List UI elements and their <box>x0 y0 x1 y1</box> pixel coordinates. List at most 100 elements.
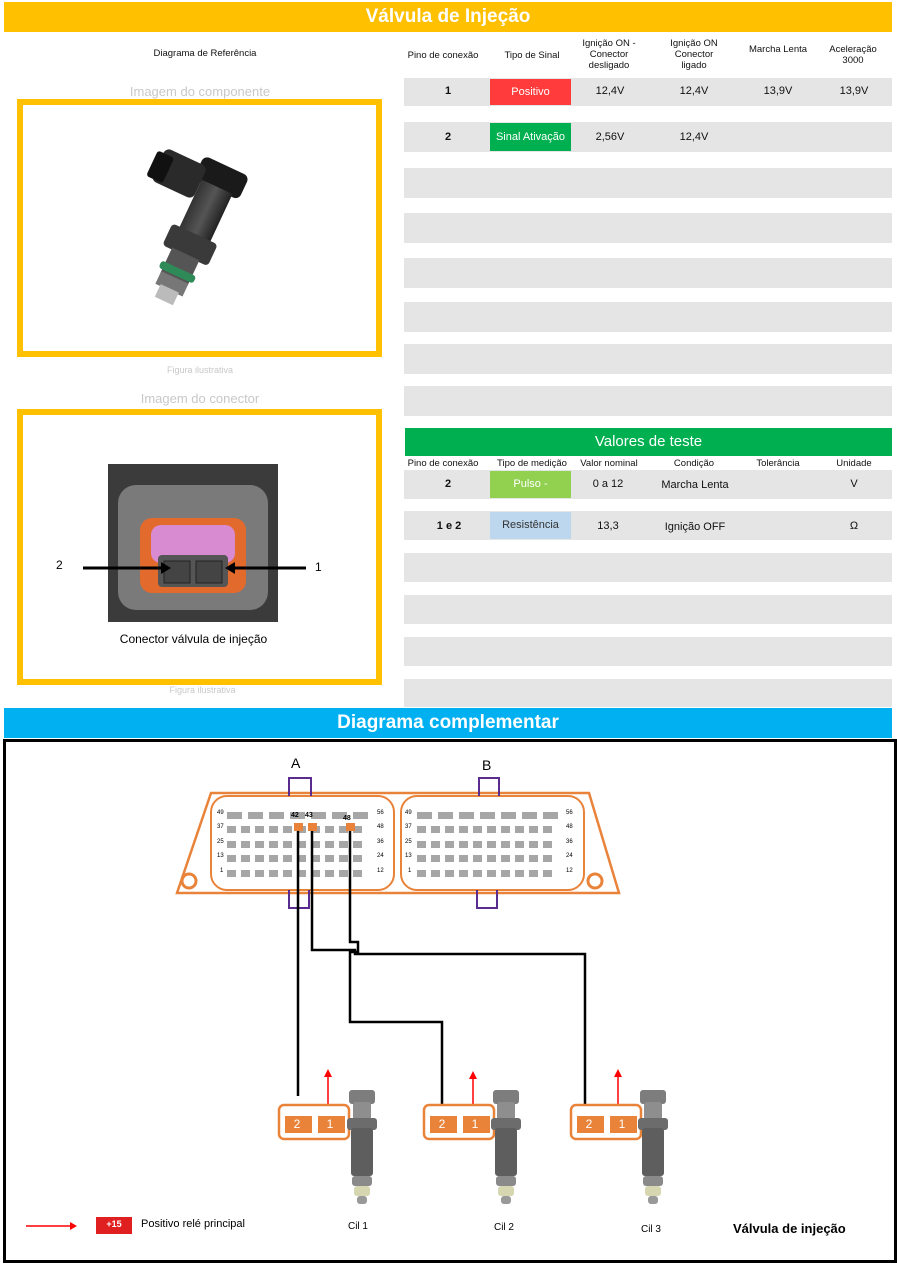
ecu-pin <box>248 812 263 819</box>
test-row <box>404 511 892 540</box>
col-ign-off-header: Ignição ON - Conector desligado <box>582 38 636 71</box>
connector-photo <box>83 464 306 622</box>
table-row <box>404 168 892 198</box>
ecu-pin <box>325 855 334 862</box>
measure-type-badge: Resistência <box>490 512 571 539</box>
ecu-pin <box>227 826 236 833</box>
ecu-pin <box>501 812 516 819</box>
value-cell: 13,9V <box>763 85 793 97</box>
cylinder-label: Cil 1 <box>347 1221 368 1232</box>
ecu-pin <box>332 812 347 819</box>
col-accel-header: Aceleração 3000 <box>829 44 877 66</box>
ecu-b-pin-label: 37 <box>405 824 412 830</box>
page-title: Válvula de Injeção <box>4 2 892 32</box>
ecu-pin <box>311 841 320 848</box>
ecu-pin <box>487 870 496 877</box>
injector-icons <box>347 1090 668 1204</box>
ecu-pin <box>353 855 362 862</box>
ecu-pin <box>417 870 426 877</box>
ecu-pin <box>269 826 278 833</box>
ecu-pin <box>269 870 278 877</box>
figure-note: Figura ilustrativa <box>166 365 234 375</box>
ecu-a-pin-label: 12 <box>377 868 384 874</box>
clip-b-top <box>478 777 500 796</box>
ecu-pin <box>241 826 250 833</box>
pins-b <box>417 812 558 877</box>
ecu-pin <box>522 812 537 819</box>
ecu-pin <box>487 826 496 833</box>
ecu-body <box>175 791 621 895</box>
pin-48 <box>346 823 355 831</box>
cyl1-pin1: 1 <box>326 1117 334 1131</box>
ecu-pin <box>255 870 264 877</box>
ecu-pin <box>417 812 432 819</box>
ecu-pin <box>255 841 264 848</box>
ecu-b-pin-label: 12 <box>566 868 573 874</box>
test-col-header: Tolerância <box>756 458 800 469</box>
injector-icon <box>347 1090 377 1204</box>
ecu-pin <box>417 841 426 848</box>
unit: Ω <box>849 520 859 532</box>
ecu-pin <box>269 841 278 848</box>
cyl2-pin2: 2 <box>438 1117 446 1131</box>
ecu-a-pin-label: 36 <box>377 839 384 845</box>
test-pin: 1 e 2 <box>436 520 462 532</box>
ecu-b-pin-label: 1 <box>408 868 412 874</box>
ecu-pin <box>241 870 250 877</box>
ecu-pin <box>529 855 538 862</box>
test-col-header: Tipo de medição <box>497 458 567 469</box>
connector-caption: Imagem do conector <box>140 391 260 406</box>
ecu-a-pin-label: 48 <box>377 824 384 830</box>
pin-number: 1 <box>444 85 452 97</box>
ecu-pin <box>438 812 453 819</box>
signal-type-badge: Positivo <box>490 79 571 105</box>
ecu-mount-hole <box>180 872 198 890</box>
ecu-pin <box>290 812 305 819</box>
ecu-pin <box>473 841 482 848</box>
ecu-pin <box>241 841 250 848</box>
ecu-pin <box>515 826 524 833</box>
pin-number: 2 <box>444 131 452 143</box>
test-col-header: Condição <box>673 458 715 469</box>
ecu-pin <box>417 826 426 833</box>
ecu-pin <box>445 870 454 877</box>
ecu-pin <box>431 870 440 877</box>
ecu-pin <box>445 841 454 848</box>
measure-type-badge: Pulso - <box>490 471 571 498</box>
connector-a-label: A <box>291 755 301 771</box>
value-cell: 12,4V <box>595 85 625 97</box>
injector-icon <box>491 1090 521 1204</box>
ecu-pin <box>515 870 524 877</box>
ecu-a-pin-label: 24 <box>377 853 384 859</box>
ecu-pin <box>325 870 334 877</box>
ecu-pin <box>473 826 482 833</box>
ecu-pin <box>325 826 334 833</box>
ecu-pin <box>353 812 368 819</box>
ecu-pin <box>459 826 468 833</box>
ecu-pin <box>543 841 552 848</box>
ecu-pin <box>311 812 326 819</box>
ecu-pin <box>515 841 524 848</box>
cyl2-connector <box>422 1103 496 1141</box>
table-row <box>404 344 892 374</box>
ecu-pin <box>473 855 482 862</box>
ecu-pin <box>501 826 510 833</box>
ecu-b-pin-label: 13 <box>405 853 412 859</box>
pin-label-2: 2 <box>56 558 63 572</box>
signal-type-badge: Sinal Ativação <box>490 123 571 151</box>
nominal-value: 13,3 <box>597 520 619 532</box>
ecu-b-pin-label: 24 <box>566 853 573 859</box>
ecu-pin <box>543 870 552 877</box>
positive-arrows <box>324 1069 622 1104</box>
cyl3-pin1: 1 <box>618 1117 626 1131</box>
ecu-pin <box>501 855 510 862</box>
ecu-pin <box>339 870 348 877</box>
ecu-b-pin-label: 36 <box>566 839 573 845</box>
ecu-pin <box>543 855 552 862</box>
ecu-pin <box>515 855 524 862</box>
ecu-pin <box>227 870 236 877</box>
test-row <box>404 637 892 666</box>
table-row <box>404 302 892 332</box>
connector-image-frame <box>17 409 382 685</box>
ecu-b-pin-label: 56 <box>566 810 573 816</box>
